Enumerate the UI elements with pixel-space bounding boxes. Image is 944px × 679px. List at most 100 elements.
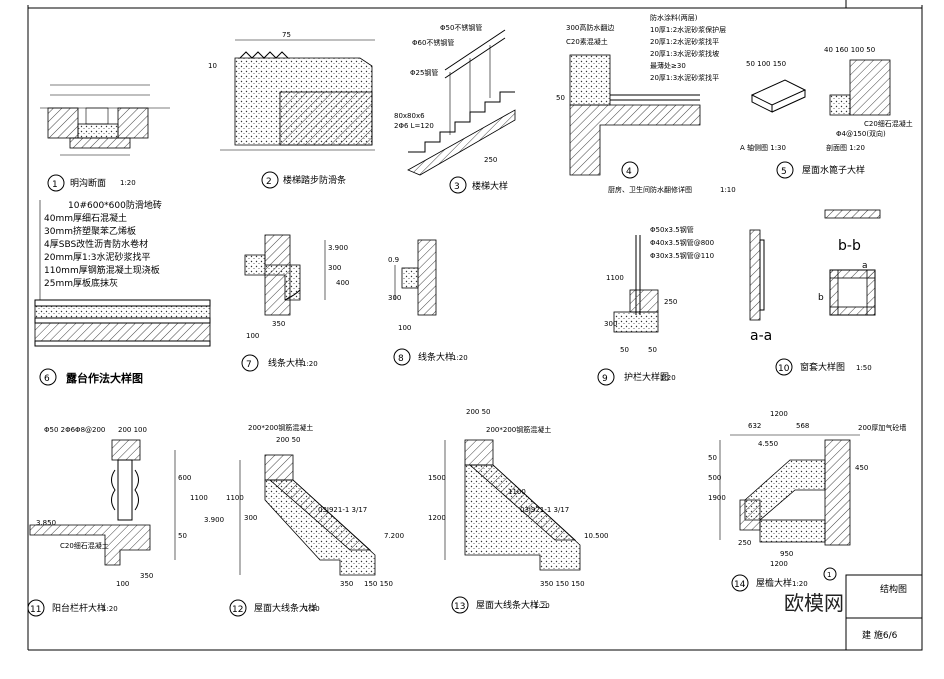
detail-9-scale: 1:20	[660, 374, 676, 382]
detail-11-dim-5: 50	[178, 532, 187, 540]
detail-10-mark-a: a	[862, 261, 868, 271]
detail-5-number: 5	[781, 167, 787, 177]
wp-layer-1: 防水涂料(两层)	[650, 13, 698, 22]
detail-10-scale: 1:50	[856, 364, 872, 372]
detail-13-title: 屋面大线条大样二	[476, 599, 548, 611]
detail-12-dim-1: 200 50	[276, 436, 301, 444]
detail-12-number: 12	[232, 605, 243, 615]
detail-9-title: 护栏大样图	[624, 371, 669, 383]
wp-layer-6: 20厚1:3水泥砂浆找平	[650, 73, 719, 82]
title-block: 结构图 建 施6/6 欧模网	[784, 574, 923, 651]
detail-2-dim: 75	[282, 31, 291, 39]
detail-10-section-aa: a-a	[750, 328, 772, 344]
detail-3-note-4: 80x80x6	[394, 112, 425, 120]
detail-11-scale: 1:20	[102, 605, 118, 613]
terrace-layer-4: 4厚SBS改性沥青防水卷材	[44, 238, 148, 250]
detail-3-note-5: 2Φ6 L=120	[394, 122, 434, 130]
detail-14-dim-3: 568	[796, 422, 809, 430]
detail-12-title: 屋面大线条大样	[254, 602, 317, 614]
detail-3-note-1: Φ50不锈钢管	[440, 23, 482, 32]
detail-7-number: 7	[246, 360, 252, 370]
detail-13-top-note: 200*200钢筋混凝土	[486, 425, 551, 434]
detail-11-elev-1: 3.850	[36, 519, 56, 527]
wp-layer-2: 10厚1:2水泥砂浆保护层	[650, 25, 726, 34]
detail-6-title: 露台作法大样图	[66, 371, 143, 385]
detail-7-scale: 1:20	[302, 360, 318, 368]
detail-7-dim-4: 400	[336, 279, 349, 287]
detail-14-elev: 4.550	[758, 440, 778, 448]
detail-4-scale: 1:10	[720, 186, 736, 194]
detail-9-dim-5: 300	[604, 320, 617, 328]
detail-10-title: 窗套大样图	[800, 361, 845, 373]
detail-12-dim-3: 300	[244, 514, 257, 522]
detail-14-dim-10: 1200	[770, 560, 788, 568]
detail-12-roof-cornice: 200*200钢筋混凝土 200 50 1100 300 350 150 150…	[226, 423, 404, 617]
detail-6-number: 6	[44, 374, 50, 384]
detail-12-dim-2: 1100	[226, 494, 244, 502]
detail-4-waterproof: 300高防水翻边 C20素混凝土 50 防水涂料(两层) 10厚1:2水泥砂浆保…	[556, 13, 736, 194]
title-block-label: 结构图	[880, 583, 907, 595]
detail-1-number: 1	[52, 180, 58, 190]
detail-5-dims-a: 50 100 150	[746, 60, 786, 68]
detail-10-window-frame: b-b a-a a b 10 窗套大样图 1:50	[749, 209, 881, 376]
detail-13-elev: 10.500	[584, 532, 609, 540]
detail-12-elev: 7.200	[384, 532, 404, 540]
detail-14-dim-4: 50	[708, 454, 717, 462]
detail-13-dim-3: 1200	[428, 514, 446, 522]
detail-14-wall-note: 200厚加气砼墙	[858, 423, 906, 432]
detail-14-dim-9: 950	[780, 550, 793, 558]
detail-9-pipe-1: Φ50x3.5钢管	[650, 225, 694, 234]
detail-10-number: 10	[778, 364, 790, 374]
detail-14-eave: 1200 632 568 4.550 50 500 1900 450 250 9…	[708, 410, 906, 592]
detail-5-title: 屋面水篦子大样	[802, 164, 865, 176]
detail-8-dim-1: 0.9	[388, 256, 399, 264]
terrace-layer-5: 20mm厚1:3水泥砂浆找平	[44, 251, 150, 263]
detail-11-dim-2: 1100	[190, 494, 208, 502]
detail-7-title: 线条大样	[268, 357, 304, 369]
detail-6-terrace: 10#600*600防滑地砖 40mm厚细石混凝土 30mm挤塑聚苯乙烯板 4厚…	[34, 199, 211, 386]
detail-11-top-dim: 200 100	[118, 426, 147, 434]
detail-14-dim-7: 450	[855, 464, 868, 472]
detail-5-drain: 50 100 150 40 160 100 50 A 轴侧图 1:30 剖面图 …	[740, 46, 913, 179]
detail-8-number: 8	[398, 354, 404, 364]
detail-11-elev-2: 3.900	[204, 516, 224, 524]
detail-7-dim-5: 100	[246, 332, 259, 340]
detail-4-number: 4	[626, 167, 632, 177]
terrace-layer-2: 40mm厚细石混凝土	[44, 212, 127, 224]
detail-5-rebar: Φ4@150(双向)	[836, 129, 886, 138]
detail-14-number: 14	[734, 580, 746, 590]
detail-5-scale-b: 剖面图 1:20	[826, 143, 865, 152]
detail-4-dim: 50	[556, 94, 565, 102]
detail-11-c20: C20细石混凝土	[60, 541, 109, 550]
detail-4-layer-list: 防水涂料(两层) 10厚1:2水泥砂浆保护层 20厚1:2水泥砂浆找平 20厚1…	[650, 13, 726, 82]
detail-10-section-bb: b-b	[838, 238, 861, 254]
terrace-layer-3: 30mm挤塑聚苯乙烯板	[44, 225, 136, 237]
detail-14-dim-2: 632	[748, 422, 761, 430]
detail-14-dim-6: 1900	[708, 494, 726, 502]
detail-2-stair-nosing: 75 10 2 楼梯踏步防滑条	[208, 31, 375, 189]
wp-layer-5: 最薄处≥30	[650, 61, 686, 70]
detail-3-title: 楼梯大样	[472, 180, 508, 192]
detail-9-dim-2: 250	[664, 298, 677, 306]
detail-8-title: 线条大样	[418, 351, 454, 363]
terrace-layer-6: 110mm厚钢筋混凝土现浇板	[44, 264, 160, 276]
detail-1-trench: 1 明沟断面 1:20	[40, 84, 170, 192]
wp-layer-3: 20厚1:2水泥砂浆找平	[650, 37, 719, 46]
detail-11-title: 阳台栏杆大样	[52, 602, 106, 614]
detail-13-ref: 03J921-1 3/17	[520, 506, 569, 514]
detail-8-dim-2: 300	[388, 294, 401, 302]
detail-4-top-note: 300高防水翻边	[566, 23, 614, 32]
detail-8-dim-3: 100	[398, 324, 411, 332]
detail-5-c20: C20细石混凝土	[864, 119, 913, 128]
detail-2-height: 10	[208, 62, 217, 70]
detail-4-title: 厨房、卫生间防水翻修详图	[608, 185, 692, 194]
detail-14-scale: 1:20	[792, 580, 808, 588]
detail-7-dim-2: 300	[328, 264, 341, 272]
sheet-frame	[27, 0, 923, 651]
detail-11-number: 11	[30, 605, 41, 615]
detail-14-dim-8: 250	[738, 539, 751, 547]
detail-9-pipe-2: Φ40x3.5钢管@800	[650, 238, 714, 247]
detail-9-number: 9	[602, 374, 608, 384]
detail-13-dim-5: 350 150 150	[540, 580, 585, 588]
